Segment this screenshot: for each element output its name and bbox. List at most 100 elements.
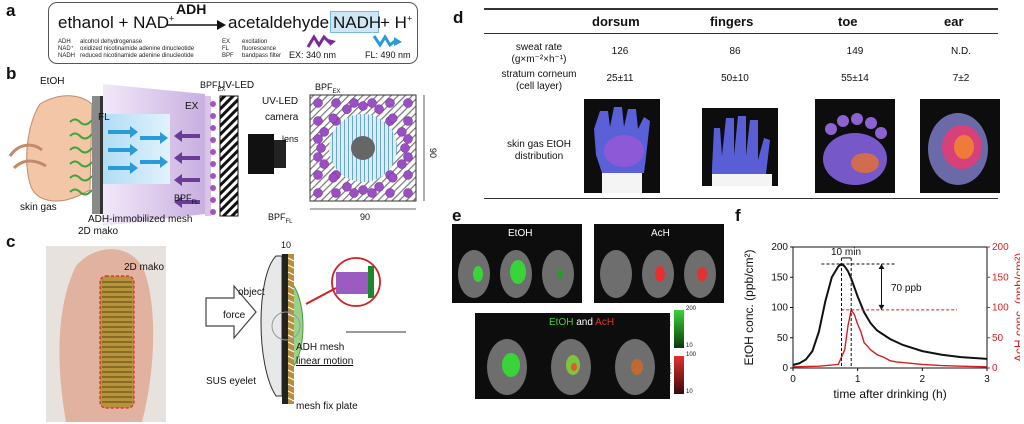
led-dot — [313, 116, 323, 126]
x-tick-label: 3 — [984, 374, 990, 385]
led-dot — [316, 143, 326, 153]
fl-label: FL — [98, 112, 110, 123]
ear-etoh-images — [458, 250, 574, 298]
camera-lens — [274, 140, 286, 168]
c-dim-label: 10 — [281, 240, 292, 250]
led-dot — [403, 98, 413, 108]
lens-label: lens — [282, 134, 299, 144]
mesh-line — [287, 348, 295, 353]
panel-c-letter: c — [6, 232, 16, 251]
mesh-line — [287, 397, 295, 402]
x-axis-label: time after drinking (h) — [833, 387, 946, 401]
bpf-ex-right-label: BPFEX — [315, 82, 341, 95]
plot-frame — [792, 246, 988, 369]
mesh-line — [287, 313, 295, 318]
ear-image — [920, 99, 1000, 193]
y-left-axis-label: EtOH conc. (ppb/cm²) — [742, 249, 756, 365]
led-dot — [313, 170, 323, 180]
adh-mesh — [100, 96, 103, 214]
mesh-line — [287, 355, 295, 360]
led-dot — [374, 182, 384, 192]
reaction-arrow — [167, 20, 226, 30]
equation-end: + H+ — [380, 13, 413, 32]
cell-stratum-fingers: 50±10 — [721, 73, 749, 84]
ear-etoh-panel — [452, 224, 582, 303]
bar1-top: 200 — [686, 306, 697, 312]
cell-stratum-ear: 7±2 — [952, 73, 970, 84]
mesh-fix-label: mesh fix plate — [296, 401, 358, 412]
cell-sweat-fingers: 86 — [729, 46, 741, 57]
led-dot — [319, 159, 329, 169]
legend-abbr-right: EX FL BPF — [222, 39, 234, 59]
cell-stratum-toe: 55±14 — [841, 73, 869, 84]
panel-b-letter: b — [6, 64, 17, 83]
mesh-line — [287, 299, 295, 304]
cell-sweat-dorsum: 126 — [611, 46, 629, 57]
linear-motion-label: linear motion — [296, 356, 354, 367]
uv-led-right-label: UV-LED — [262, 96, 299, 107]
cell-stratum-dorsum: 25±11 — [606, 73, 634, 84]
col-fingers: fingers — [710, 14, 754, 29]
mesh-line — [287, 292, 295, 297]
mesh-mechanism-diagram — [205, 254, 406, 404]
mesh-line — [287, 334, 295, 339]
camera-label: camera — [265, 112, 299, 123]
uv-led-column — [219, 95, 239, 217]
led-dot — [342, 104, 352, 114]
led-dot — [328, 172, 339, 183]
cell-sweat-ear: N.D. — [951, 46, 971, 57]
finger-photo — [46, 246, 166, 422]
x-tick-label: 0 — [790, 374, 796, 385]
mesh-line — [287, 327, 295, 332]
y-right-tick-label: 150 — [992, 272, 1009, 283]
bar2-bottom: 10 — [686, 389, 693, 395]
led-dot — [403, 152, 413, 162]
led-dot — [319, 127, 329, 137]
mesh-line — [287, 271, 295, 276]
fl-wave-icon — [372, 34, 397, 48]
hand-illustration — [26, 95, 93, 202]
led-dot — [342, 182, 352, 192]
y-left-tick-label: 100 — [771, 303, 788, 314]
zoom-arrow — [305, 287, 337, 305]
c-mako-label: 2D mako — [124, 262, 165, 273]
annotation-ppb: 70 ppb — [891, 283, 922, 294]
led-dot — [403, 116, 413, 126]
table-bottom-rule — [484, 198, 998, 200]
led-dot — [367, 98, 377, 108]
ach-colorbar — [674, 356, 684, 394]
mesh-line — [287, 320, 295, 325]
mesh-line — [287, 278, 295, 283]
bar2-label: AcH (ppb) — [666, 362, 673, 386]
led-dot — [313, 188, 323, 198]
equation-right: acetaldehyde + — [228, 13, 344, 32]
mako-plate — [92, 96, 100, 214]
mesh-line — [287, 306, 295, 311]
led-dot — [331, 188, 341, 198]
led-dot — [349, 188, 359, 198]
led-dot — [387, 172, 398, 183]
y-right-tick-label: 0 — [992, 363, 998, 374]
ppb-arrow-head-up — [878, 263, 885, 269]
led-dot — [403, 188, 413, 198]
y-right-tick-label: 50 — [992, 333, 1004, 344]
x-tick-label: 1 — [855, 374, 861, 385]
legend-desc-right: excitation fluorescence bandpass filter — [242, 39, 282, 59]
mesh-line — [287, 285, 295, 290]
y-right-axis-label: AcH conc. (ppb/cm²) — [1012, 253, 1020, 362]
etoh-title: EtOH — [508, 228, 533, 239]
panel-f-letter: f — [735, 206, 741, 225]
led-dot — [313, 98, 323, 108]
toe-image — [815, 99, 895, 193]
mesh-line — [287, 341, 295, 346]
annotation-time: 10 min — [831, 247, 862, 258]
nadh-box — [330, 11, 379, 33]
equation: ethanol + NAD+ — [58, 13, 175, 32]
bar1-bottom: 10 — [686, 343, 693, 349]
table-top-rule — [484, 8, 998, 10]
skin-gas-label: skin gas — [20, 202, 57, 213]
led-dot — [358, 101, 368, 111]
ex-wavelength: EX: 340 nm — [289, 50, 337, 60]
ppb-arrow-head-down — [878, 304, 885, 310]
